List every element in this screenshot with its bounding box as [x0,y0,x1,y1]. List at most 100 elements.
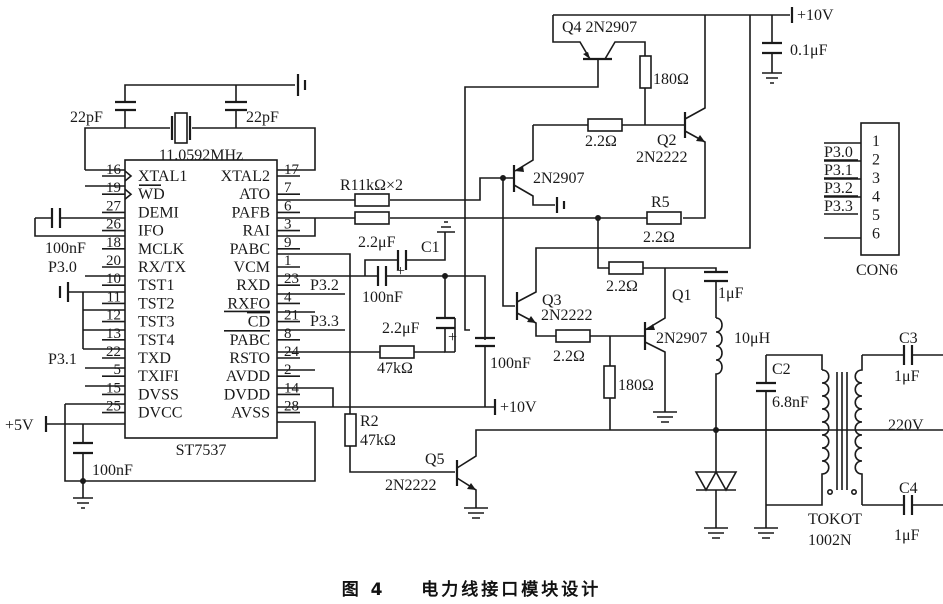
c1-label: C1 [421,239,440,256]
ic-pin-name: VCM [234,259,270,276]
r-22-low-label: 2.2Ω [553,348,585,365]
cap-1uf-label: 1μF [718,285,744,302]
q3-label: Q3 [542,292,562,309]
ic-pin-name: RXD [236,277,270,294]
connector-label: CON6 [856,262,898,279]
c4-value-label: 1μF [894,527,920,544]
plus10v-top-label: +10V [797,7,834,24]
mains-label: 220V [888,417,924,434]
ic-pin-name: DVDD [224,386,270,403]
ic-pin-name: AVSS [231,405,270,422]
r-47k-label: 47kΩ [377,360,413,377]
ic-pin-number: 1 [284,253,292,269]
capacitor-icon [396,250,408,270]
ic-pin-number: 11 [107,289,121,305]
capacitor-icon [756,381,776,393]
ic-name: ST7537 [176,442,227,459]
ground-icon [296,74,307,96]
ic-pin-name: TXIFI [138,368,179,385]
connector-pin-number: 4 [872,189,880,206]
ground-icon [73,497,93,509]
plus5v-label: +5V [5,417,34,434]
ic-pin-name: ATO [239,186,270,203]
q4-label: Q4 2N2907 [562,19,637,36]
ground-icon [555,197,566,213]
q1-label: Q1 [672,287,692,304]
ic-pin-number: 8 [284,326,292,342]
r2-value-label: 47kΩ [360,432,396,449]
crystal-label: 11.0592MHz [159,147,243,164]
net-p33: P3.3 [310,313,339,330]
net-line [824,196,861,215]
q5-label: Q5 [425,451,445,468]
figure-caption: 图 4 电力线接口模块设计 [0,575,943,600]
crystal-network: 11.0592MHz 22pF 22pF [70,74,316,171]
ic-pin-name: PABC [230,241,270,258]
capacitor-icon [762,41,782,55]
capacitor-icon [376,266,388,286]
c1-value-label: 2.2μF [358,234,396,251]
ic-pin-name: TST1 [138,277,174,294]
r2-label: R2 [360,413,379,430]
cap-01uf-label: 0.1μF [790,42,828,59]
ground-icon [58,282,70,302]
r1-label: R11kΩ×2 [340,177,403,194]
plus10v-mid-label: +10V [500,399,537,416]
ic-pin-name: DVSS [138,386,179,403]
ic-pin-name: PAFB [231,204,270,221]
connector-net-label: P3.1 [824,162,853,179]
connector-body [860,122,900,256]
cap-22uf-b-label: 2.2μF [382,320,420,337]
ic-pin-name: AVDD [226,368,270,385]
plus-sign-b: + [448,329,457,346]
ic-pin-name: XTAL2 [221,168,270,185]
ic-pin-name: TXD [138,350,171,367]
connector-pin-number: 1 [872,133,880,150]
ic-pin-number: 20 [106,253,121,269]
resistor-icon [639,55,652,89]
c2-value-label: 6.8nF [772,394,809,411]
cap-100nf-vcm-label: 100nF [362,289,403,306]
ic-pin-number: 12 [106,308,121,324]
ic-pin-name: TST2 [138,295,174,312]
ic-pin-name: TST3 [138,314,174,331]
resistor-icon [608,261,644,275]
c2-label: C2 [772,361,791,378]
q-mid-type-label: 2N2907 [533,170,585,187]
ground-icon [464,507,488,519]
driver-stage: +10V 0.1μF Q4 2N2907 180Ω 2.2Ω Q2 2N2222… [464,7,834,539]
r-180-low-label: 180Ω [618,377,654,394]
ic-pin-name: XTAL1 [138,168,187,185]
capacitor-icon [115,100,136,112]
ic-pin-name: WD [138,186,165,203]
r5-label: R5 [651,194,670,211]
q2-label: Q2 [657,132,677,149]
figure-title: 电力线接口模块设计 [421,580,602,600]
transformer-core-icon [836,372,848,490]
inductor-label: 10μH [734,330,771,347]
capacitor-icon [50,208,62,228]
ic-pin-name: IFO [138,223,164,240]
r-180-top-label: 180Ω [653,71,689,88]
resistor-icon [587,118,623,132]
ic-pin-number: 5 [114,362,122,378]
connector-net-label: P3.2 [824,180,853,197]
net-p31: P3.1 [48,351,77,368]
resistor-icon [603,365,616,399]
ic-pin-number: 25 [106,399,121,415]
q1-type-label: 2N2907 [656,330,708,347]
r-22-top-label: 2.2Ω [585,133,617,150]
ic-pin-name: DVCC [138,405,182,422]
ground-icon [653,411,677,423]
ic-pin-name: RXFO [227,295,270,312]
connector-pin-number: 6 [872,226,880,243]
cap-22pf-left-label: 22pF [70,109,103,126]
ground-icon [437,221,455,233]
ground-icon [704,527,728,539]
transformer-secondary-icon [854,355,863,505]
figure-number: 图 4 [341,580,386,600]
capacitor-icon [225,100,247,112]
